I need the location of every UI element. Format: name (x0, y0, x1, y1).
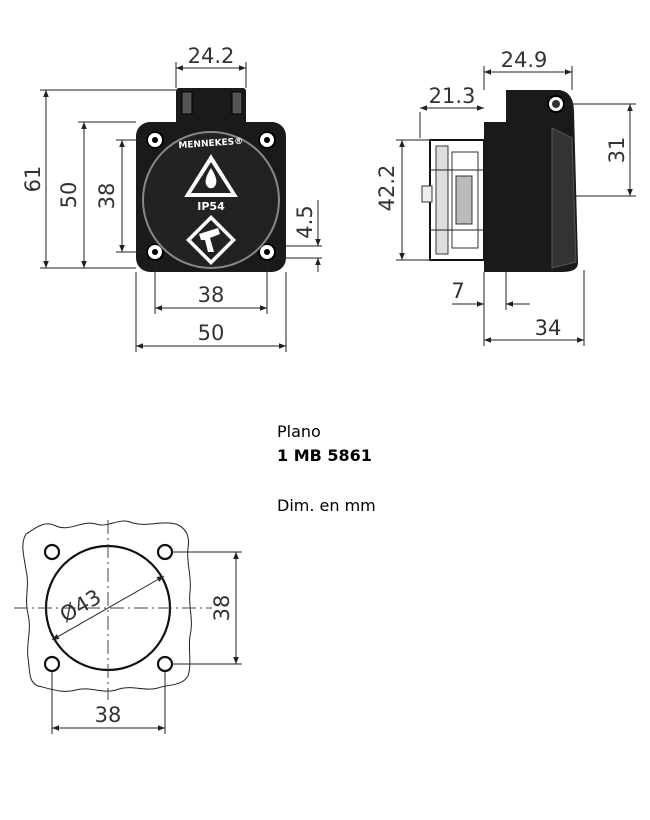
cutout-view: Ø43 38 38 (14, 520, 242, 734)
dim-flange-height: 50 (57, 182, 81, 209)
dim-cover-height: 31 (605, 137, 629, 164)
front-hinge (176, 88, 246, 128)
dim-cutout-diameter: Ø43 (56, 585, 105, 627)
dim-cutout-spacing-h: 38 (95, 703, 122, 727)
dim-hole-spacing-v: 38 (95, 183, 119, 210)
dim-flange-offset: 21.3 (429, 84, 476, 108)
brand-label: MENNEKES® (178, 137, 243, 152)
front-cover (142, 131, 280, 269)
dim-top-width: 24.9 (501, 48, 548, 72)
dim-flap-width: 24.2 (188, 44, 235, 68)
caption-units-note: Dim. en mm (277, 496, 376, 515)
dim-cutout-spacing-v: 38 (210, 595, 234, 622)
cutout-hole-br (156, 655, 174, 673)
dim-body-height: 42.2 (375, 165, 399, 212)
side-flange (484, 122, 506, 272)
cutout-hole-bl (43, 655, 61, 673)
caption-block: Plano 1 MB 5861 Dim. en mm (277, 420, 477, 518)
dim-overall-depth: 34 (535, 316, 562, 340)
dim-overall-height: 61 (21, 166, 45, 193)
cutout-hole-tr (156, 543, 174, 561)
dim-flange-thickness: 7 (451, 279, 464, 303)
dim-flange-width: 50 (198, 321, 225, 345)
dim-hole-diameter: 4.5 (293, 205, 317, 238)
front-view: MENNEKES® IP54 24.2 61 50 38 (21, 44, 322, 352)
side-view: 24.9 21.3 42.2 31 7 34 (375, 48, 636, 346)
cutout-hole-tl (43, 543, 61, 561)
dim-hole-spacing-h: 38 (198, 283, 225, 307)
ip-rating-label: IP54 (197, 200, 225, 213)
caption-model-code: 1 MB 5861 (277, 446, 372, 465)
caption-model-name: Plano (277, 422, 321, 441)
cutout-panel-outline (22, 520, 192, 692)
